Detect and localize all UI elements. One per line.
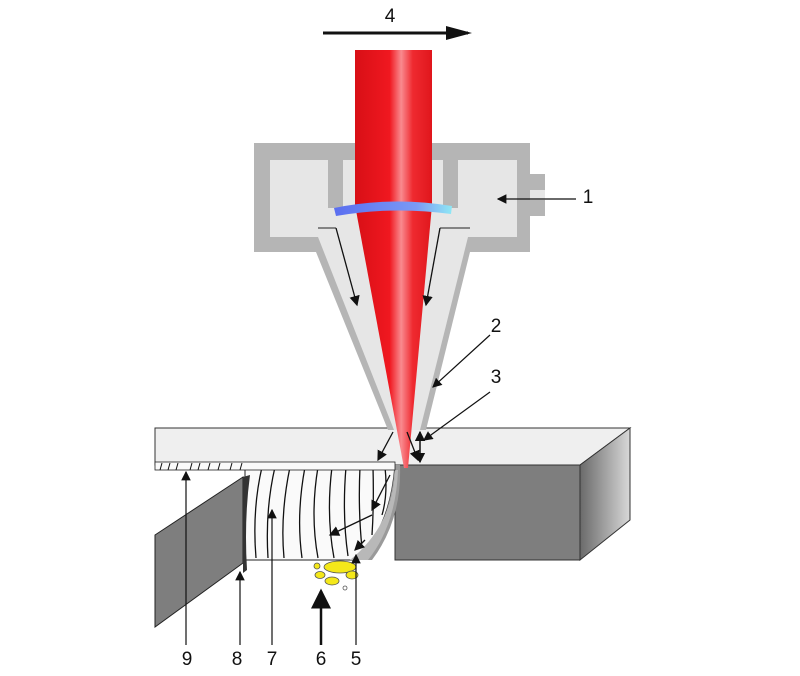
label-3: 3 <box>491 367 502 388</box>
left-workpiece-block <box>154 476 244 628</box>
label-7: 7 <box>267 649 278 670</box>
striation-strip <box>154 461 396 471</box>
gas-flow-arrows <box>328 227 441 551</box>
striation-lines <box>254 466 387 559</box>
molten-droplets <box>313 560 359 591</box>
leader-lines <box>181 194 576 645</box>
workpiece <box>154 427 632 628</box>
laser-beam <box>355 50 432 468</box>
left-block-cut-edge <box>243 475 250 573</box>
label-8: 8 <box>232 649 243 670</box>
label-6: 6 <box>316 649 327 670</box>
label-5: 5 <box>351 649 362 670</box>
feed-direction-arrow <box>323 26 472 40</box>
focusing-lens <box>334 201 452 216</box>
label-9: 9 <box>182 649 193 670</box>
label-2: 2 <box>491 316 502 337</box>
workpiece-front-face <box>394 464 581 561</box>
label-4: 4 <box>385 6 396 27</box>
label-1: 1 <box>583 187 594 208</box>
